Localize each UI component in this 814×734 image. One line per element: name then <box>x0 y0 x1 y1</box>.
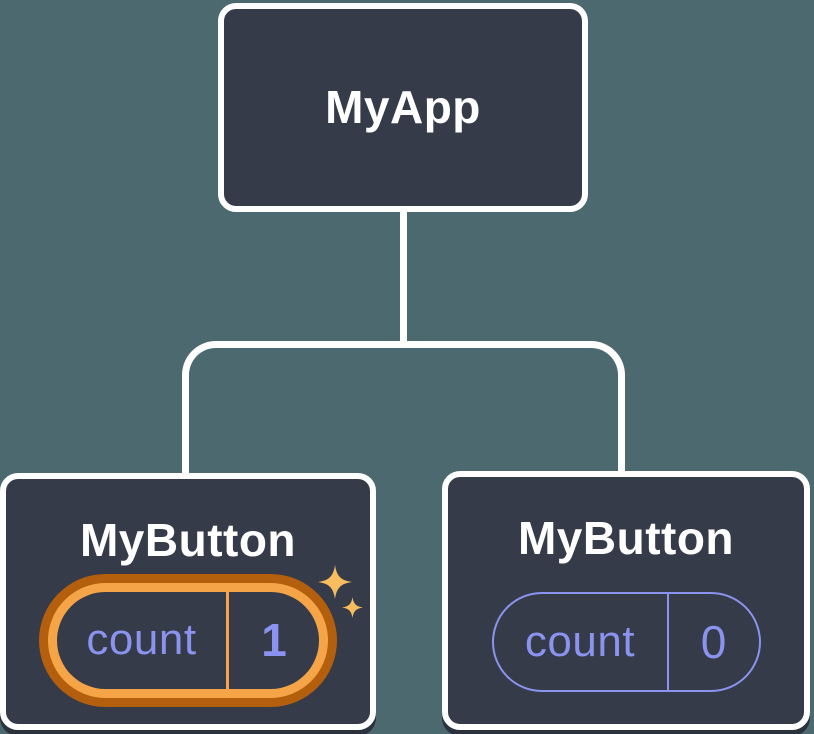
state-name-label: count <box>86 615 197 665</box>
child-node-label: MyButton <box>79 514 297 566</box>
connector-stem <box>400 210 407 348</box>
sparkle-icon <box>342 597 363 618</box>
component-node-root: MyApp <box>218 3 588 212</box>
connector-branch <box>182 341 625 473</box>
root-node-label: MyApp <box>325 81 481 134</box>
state-value: 0 <box>700 615 727 668</box>
component-node-button-left: MyButton count 1 <box>0 473 376 730</box>
sparkle-icon <box>318 565 352 599</box>
state-pill-divider <box>666 593 669 690</box>
component-node-button-right: MyButton count 0 <box>442 471 810 730</box>
state-pill-divider <box>226 591 229 689</box>
state-pill: count 0 <box>491 591 761 692</box>
state-value: 1 <box>261 614 287 667</box>
state-name-label: count <box>524 616 636 666</box>
state-pill-highlight-ring: count 1 <box>48 582 328 698</box>
child-node-label: MyButton <box>517 512 735 564</box>
state-pill-body: count 1 <box>57 591 319 689</box>
state-pill-highlighted: count 1 <box>39 573 337 707</box>
